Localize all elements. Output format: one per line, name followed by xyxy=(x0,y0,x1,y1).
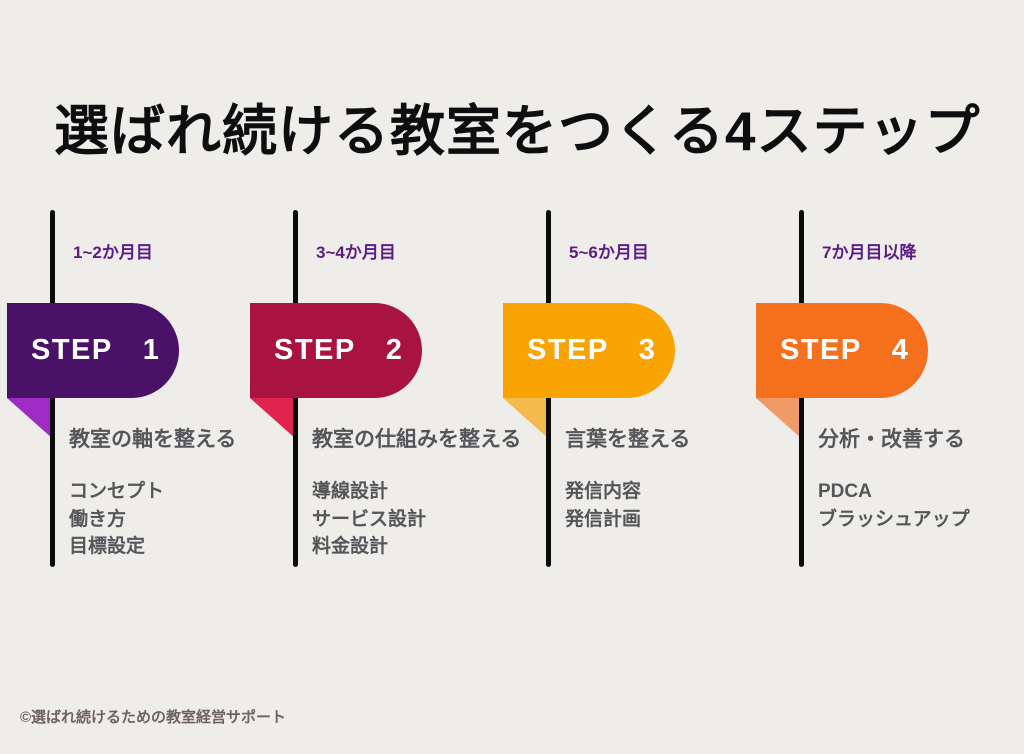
copyright-text: ©選ばれ続けるための教室経営サポート xyxy=(20,709,287,726)
list-item: 働き方 xyxy=(69,508,127,530)
list-item: ブラッシュアップ xyxy=(818,508,970,530)
step-badge-number: 2 xyxy=(385,334,404,366)
step-badge-label: STEP xyxy=(274,334,356,366)
step-subtitle: 分析・改善する xyxy=(818,428,965,451)
step-badge-number: 1 xyxy=(142,334,161,366)
step-item-list: コンセプト 働き方 目標設定 xyxy=(69,478,164,561)
step-badge-number: 4 xyxy=(891,334,910,366)
page-title: 選ばれ続ける教室をつくる4ステップ xyxy=(54,100,981,162)
step-badge-label: STEP xyxy=(527,334,609,366)
step-item-list: 導線設計 サービス設計 料金設計 xyxy=(312,478,426,561)
period-label: 3~4か月目 xyxy=(316,243,396,262)
list-item: 目標設定 xyxy=(69,536,146,557)
list-item: サービス設計 xyxy=(312,508,427,530)
list-item: PDCA xyxy=(818,481,872,502)
badge-fold-ribbon xyxy=(7,398,53,439)
step-item-list: 発信内容 発信計画 xyxy=(565,478,641,533)
list-item: 料金設計 xyxy=(312,536,389,557)
badge-fold-ribbon xyxy=(250,398,296,439)
step-badge-1: STEP 1 xyxy=(7,303,179,398)
list-item: 発信内容 xyxy=(565,481,642,502)
step-column-4: 7か月目以降 STEP 4 分析・改善する PDCA ブラッシュアップ xyxy=(756,205,1024,585)
period-label: 5~6か月目 xyxy=(569,243,649,262)
step-subtitle: 言葉を整える xyxy=(565,428,691,451)
step-column-1: 1~2か月目 STEP 1 教室の軸を整える コンセプト 働き方 目標設定 xyxy=(7,205,307,585)
list-item: 導線設計 xyxy=(312,481,389,502)
step-column-2: 3~4か月目 STEP 2 教室の仕組みを整える 導線設計 サービス設計 料金設… xyxy=(250,205,550,585)
badge-fold-ribbon xyxy=(756,398,802,439)
period-label: 7か月目以降 xyxy=(822,243,917,262)
list-item: コンセプト xyxy=(69,481,165,502)
step-badge-4: STEP 4 xyxy=(756,303,928,398)
list-item: 発信計画 xyxy=(565,508,642,530)
step-badge-label: STEP xyxy=(780,334,862,366)
step-badge-number: 3 xyxy=(638,334,657,366)
step-badge-label: STEP xyxy=(31,334,113,366)
step-subtitle: 教室の仕組みを整える xyxy=(312,428,522,451)
step-badge-3: STEP 3 xyxy=(503,303,675,398)
step-subtitle: 教室の軸を整える xyxy=(69,428,237,451)
step-badge-2: STEP 2 xyxy=(250,303,422,398)
period-label: 1~2か月目 xyxy=(73,243,153,262)
step-item-list: PDCA ブラッシュアップ xyxy=(818,478,970,533)
step-column-3: 5~6か月目 STEP 3 言葉を整える 発信内容 発信計画 xyxy=(503,205,803,585)
